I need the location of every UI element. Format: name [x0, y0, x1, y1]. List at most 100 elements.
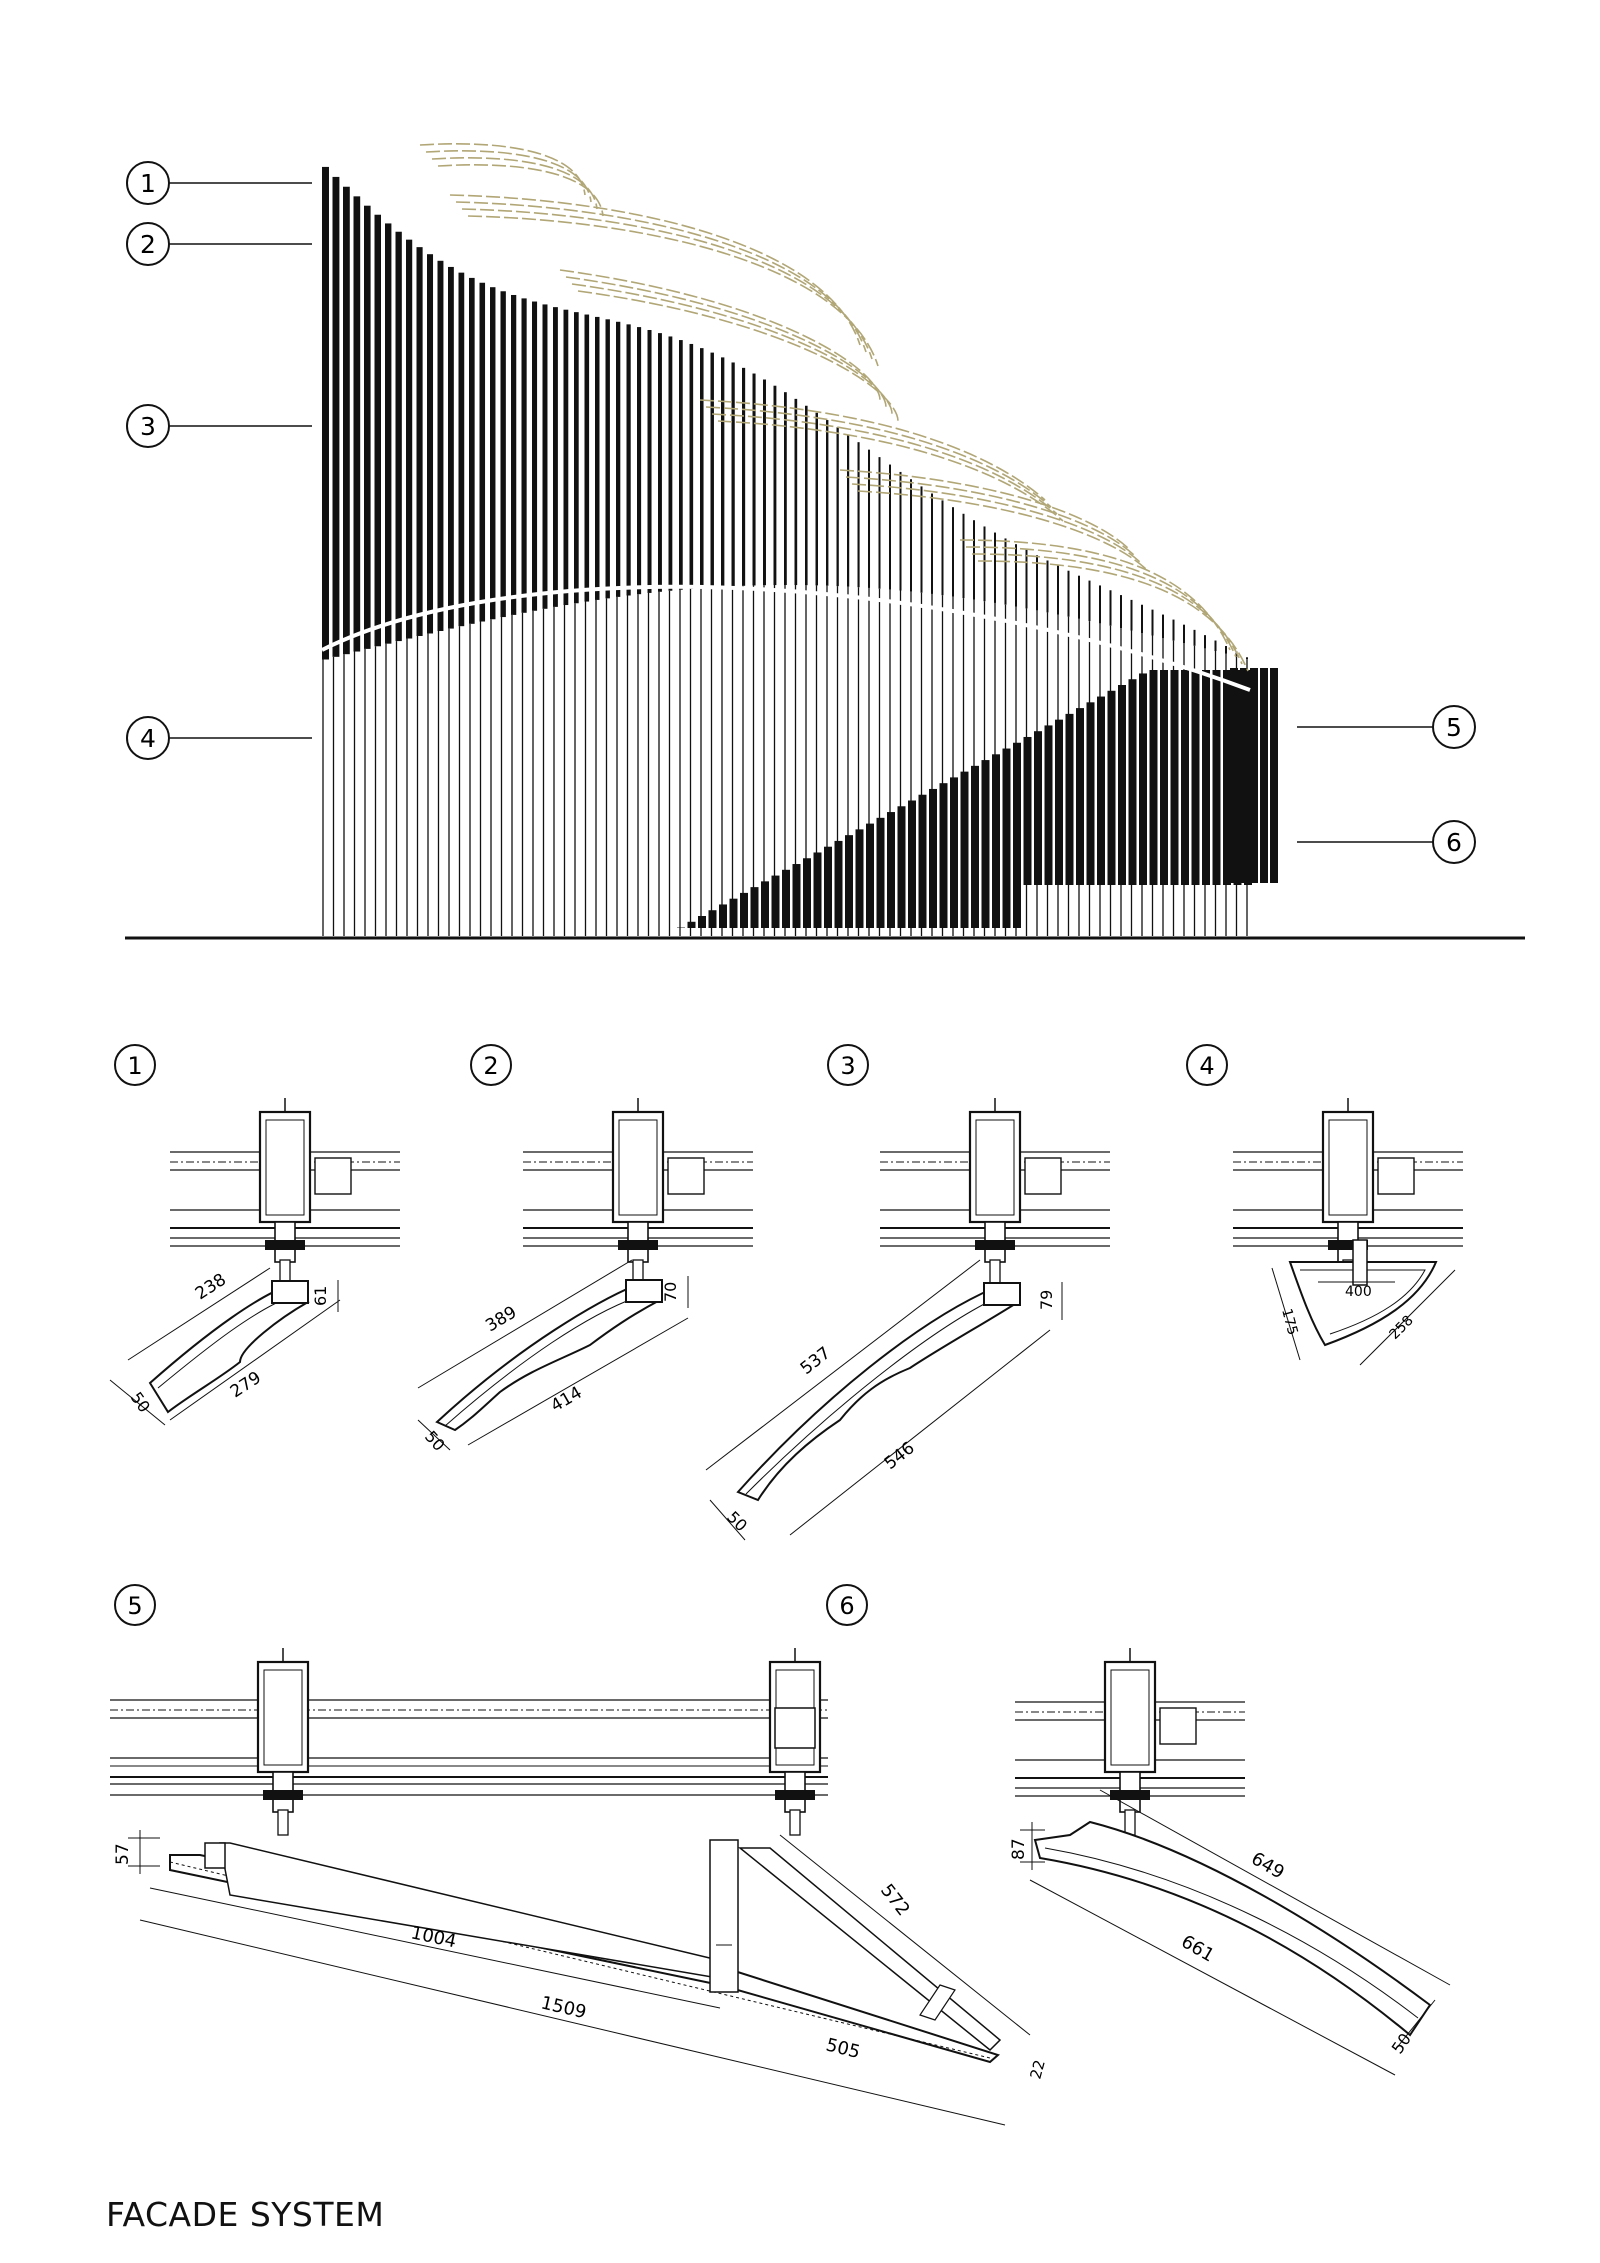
elevation-fin	[752, 373, 756, 586]
elevation-blade	[1128, 679, 1137, 885]
elevation-fin	[668, 336, 673, 591]
elevation-fin	[710, 352, 714, 588]
detail-3: 3 537 546 79 50	[705, 1044, 1110, 1541]
elevation-fin	[658, 333, 662, 592]
elevation-blade	[1230, 668, 1238, 883]
gold-fin-curve	[425, 150, 592, 203]
gold-fin-curve	[419, 143, 586, 196]
elevation-fin	[1246, 657, 1248, 659]
elevation-fin	[458, 272, 465, 627]
elevation-blade	[1139, 673, 1147, 885]
elevation-fin	[868, 449, 871, 588]
gold-fin-curve	[857, 490, 1149, 572]
elevation-fin	[1025, 549, 1028, 609]
gold-fin-curve	[959, 539, 1231, 651]
elevation-fin	[1151, 609, 1154, 636]
elevation-fin	[647, 329, 652, 593]
elevation-blade	[708, 910, 717, 928]
detail-5-dim-brace: 572	[876, 1880, 914, 1920]
elevation-blade	[782, 869, 790, 928]
elevation-blade	[824, 846, 832, 928]
elevation-fin	[857, 442, 860, 588]
elevation-fin	[584, 314, 590, 602]
detail-5-mullion-left	[256, 1648, 310, 1836]
elevation-fin	[962, 513, 965, 599]
detail-3-fin	[736, 1286, 1020, 1502]
detail-1: 1 238 279 61 50	[109, 1044, 400, 1426]
elevation-fin	[511, 294, 517, 615]
elevation-fin	[1015, 544, 1017, 607]
detail-1-fin	[148, 1283, 310, 1414]
elevation-blade	[1181, 670, 1189, 885]
callout-right-6: 6	[1297, 820, 1476, 864]
elevation-blade	[876, 817, 885, 928]
elevation-blade	[981, 760, 990, 928]
elevation-guide-lines	[321, 584, 1251, 692]
elevation-fin	[679, 340, 683, 590]
elevation-blade	[866, 823, 874, 928]
detail-5-dim-overall: 1509	[539, 1992, 588, 2023]
elevation-fin	[784, 392, 787, 586]
elevation-fin	[878, 457, 881, 589]
elevation-fin	[427, 254, 434, 634]
elevation-fin	[437, 260, 444, 632]
detail-4-mullion	[1233, 1098, 1463, 1286]
elevation-fin	[952, 507, 954, 597]
callout-5-label: 5	[1446, 713, 1462, 742]
gold-fin-curve	[559, 269, 881, 401]
elevation-blade	[1191, 670, 1200, 885]
elevation-fin	[836, 427, 839, 587]
elevation-blade	[1240, 668, 1248, 883]
elevation-fin	[1141, 604, 1143, 634]
elevation-blade	[897, 806, 906, 928]
detail-6-fin	[1033, 1820, 1432, 2037]
detail-3-dim-depth: 79	[1037, 1290, 1056, 1310]
elevation-blade	[1212, 670, 1221, 885]
elevation-fin	[1225, 646, 1227, 654]
elevation-blade	[771, 875, 780, 928]
elevation-fin	[826, 420, 829, 586]
elevation-fin	[889, 464, 891, 590]
detail-2-dim-tip: 50	[421, 1427, 449, 1455]
elevation-blade	[1023, 736, 1032, 885]
elevation-blade	[1076, 708, 1084, 885]
elevation-blade	[1065, 713, 1074, 885]
detail-6-dim-bottom: 661	[1178, 1931, 1218, 1966]
callout-left-1: 1	[126, 161, 312, 205]
elevation-fin	[637, 327, 642, 595]
elevation-fin	[847, 434, 850, 587]
elevation-fin	[374, 214, 382, 647]
elevation-fin	[416, 247, 423, 636]
elevation-fin	[1046, 560, 1049, 613]
detail-5-dim-tip: 22	[1026, 2058, 1048, 2081]
elevation-blade	[1270, 668, 1278, 883]
gold-fin-curve	[577, 290, 899, 422]
elevation-fin	[1004, 538, 1007, 605]
facade-elevation: 1 2 3 4 5 6	[125, 143, 1525, 940]
elevation-fin	[385, 223, 392, 644]
elevation-blade	[698, 916, 706, 928]
elevation-blade	[687, 921, 696, 928]
elevation-blade	[918, 794, 927, 928]
elevation-blade	[1002, 748, 1011, 928]
elevation-blade	[1250, 668, 1258, 883]
detail-1-dim-depth: 61	[311, 1286, 330, 1306]
elevation-fin	[763, 379, 766, 586]
elevation-fin	[700, 348, 704, 589]
elevation-fin	[973, 520, 975, 600]
elevation-blade	[1260, 668, 1268, 883]
elevation-fin	[364, 205, 371, 649]
elevation-blade	[1170, 670, 1179, 885]
elevation-fin	[1214, 640, 1217, 652]
elevation-fin	[1130, 599, 1133, 631]
gold-fin-curve	[565, 276, 887, 408]
detail-3-number: 3	[840, 1052, 855, 1080]
detail-5-dim-height: 57	[113, 1843, 133, 1865]
callout-right-5: 5	[1297, 705, 1476, 749]
elevation-blade	[792, 864, 801, 928]
elevation-fin	[1078, 575, 1080, 619]
detail-3-mullion	[880, 1098, 1110, 1286]
elevation-blade	[1086, 702, 1095, 885]
gold-fin-curve	[851, 483, 1143, 565]
gold-fin-curve	[571, 283, 893, 415]
